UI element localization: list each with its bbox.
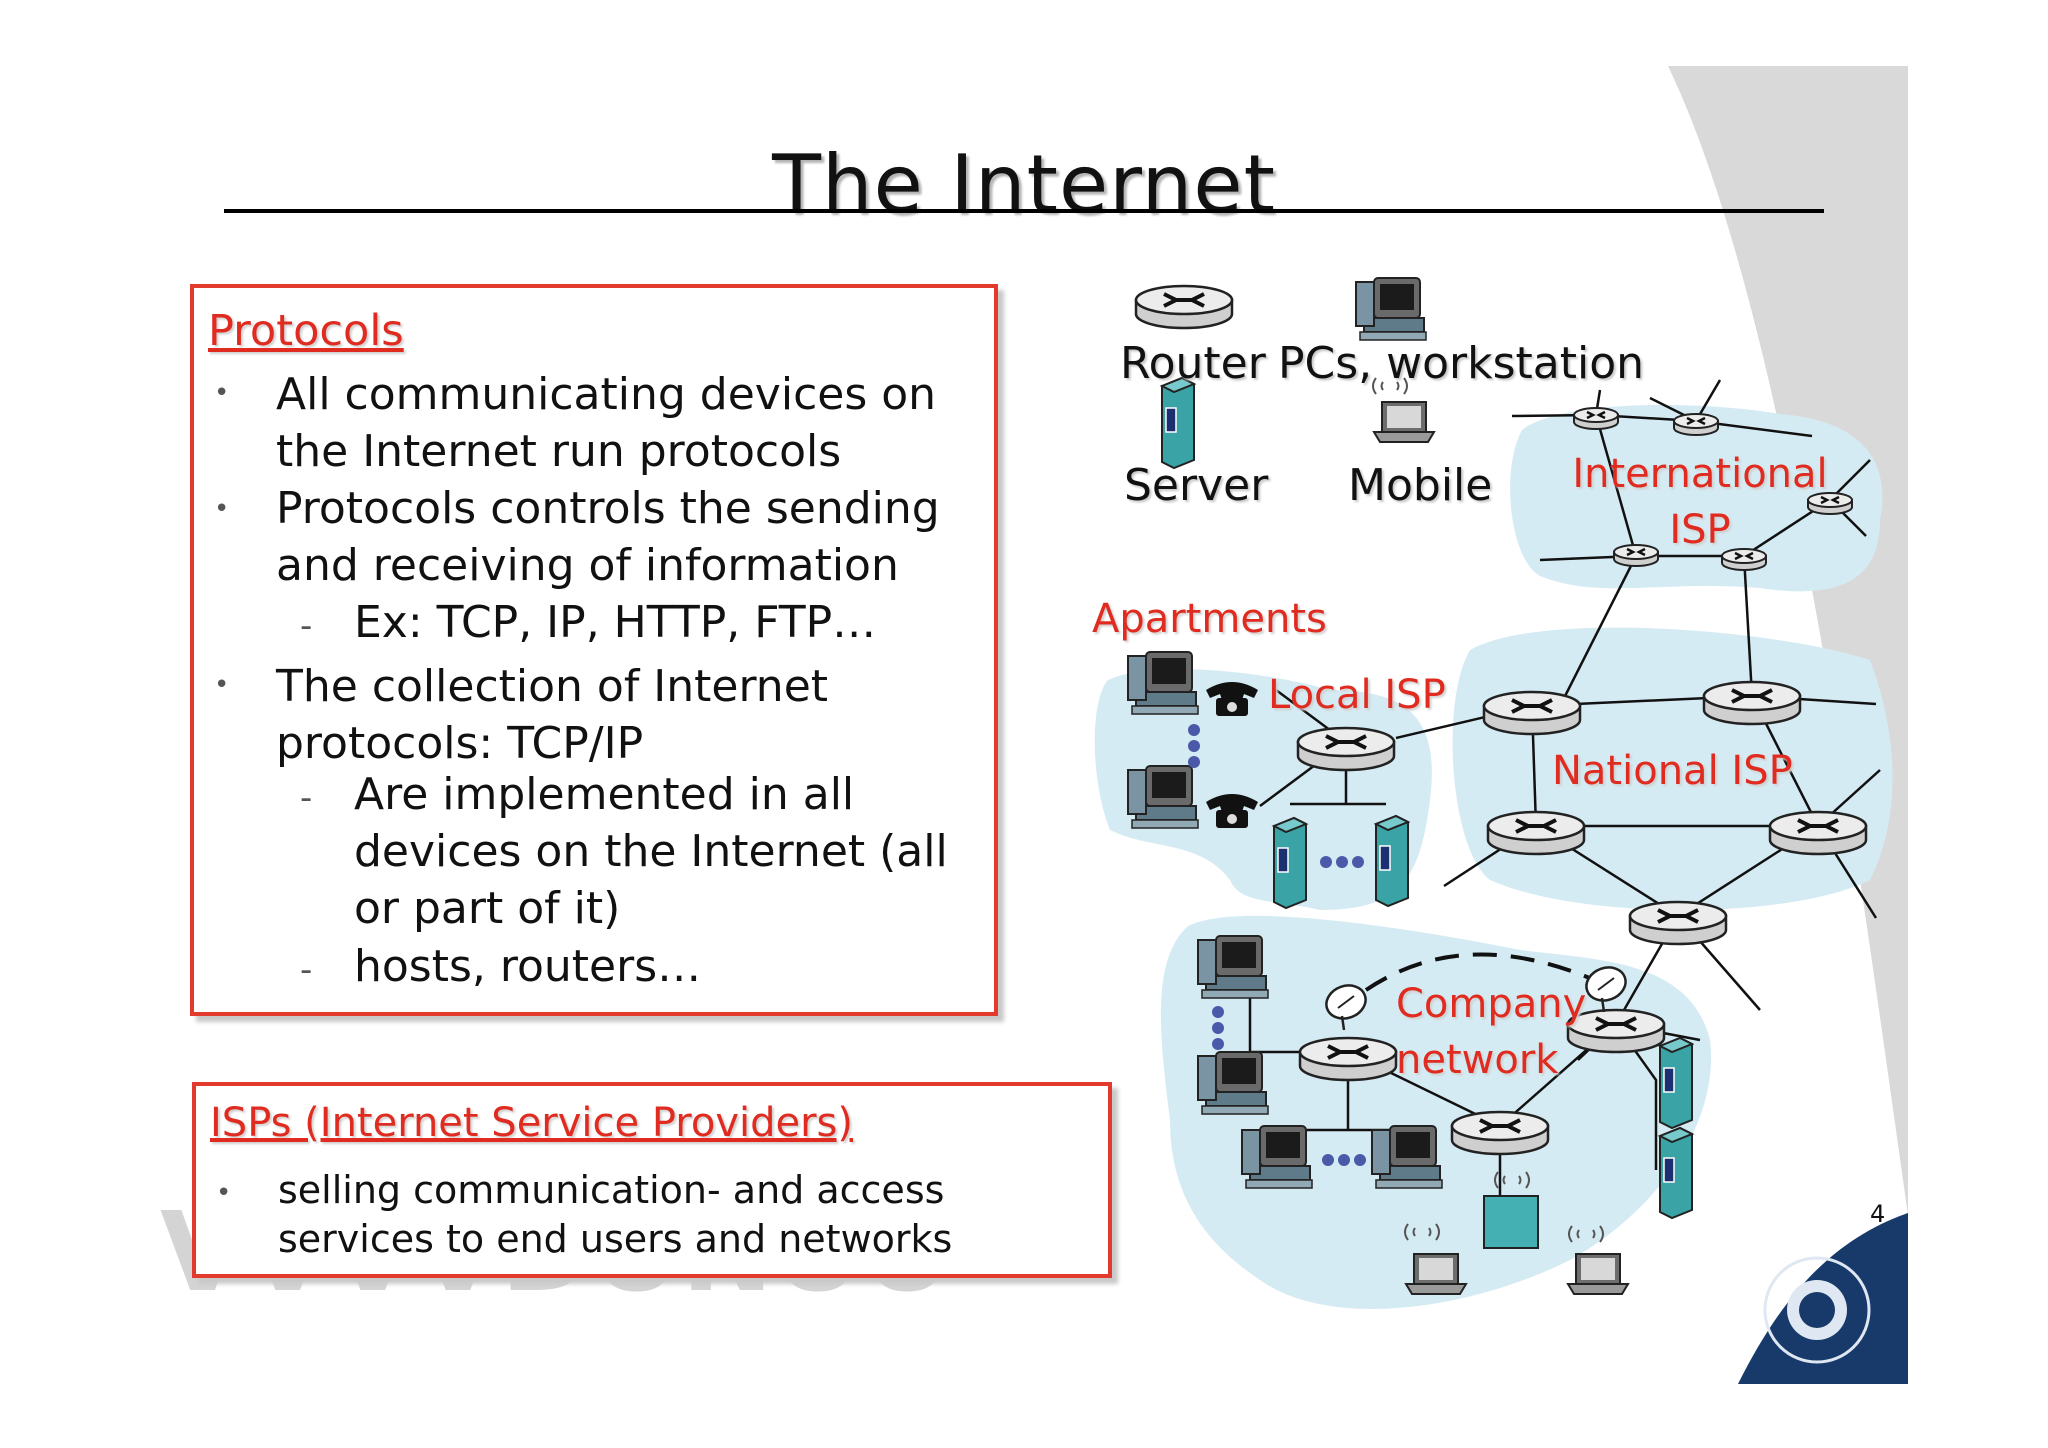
legend-mobile-label: Mobile bbox=[1348, 460, 1493, 511]
router-icon bbox=[1486, 810, 1586, 856]
apartments-label: Apartments bbox=[1092, 596, 1327, 642]
bth-logo-icon bbox=[1763, 1256, 1871, 1364]
protocols-bullet-3: The collection of Internet protocols: TC… bbox=[276, 661, 829, 769]
protocols-bullet-2: Protocols controls the sending and recei… bbox=[276, 483, 940, 591]
router-icon bbox=[1768, 810, 1868, 856]
company-network-label: Company network bbox=[1396, 981, 1587, 1083]
company-laptop-icon bbox=[1405, 1253, 1467, 1295]
bullet-marker: • bbox=[214, 670, 230, 700]
bullet-marker: • bbox=[216, 1178, 232, 1208]
bullet-marker: • bbox=[214, 494, 230, 524]
router-icon bbox=[1296, 726, 1396, 772]
company-pc-icon bbox=[1241, 1125, 1313, 1189]
legend-mobile-icon bbox=[1373, 401, 1435, 443]
isp-box: ISPs (Internet Service Providers) • sell… bbox=[192, 1082, 1112, 1278]
company-pc-icon bbox=[1197, 1051, 1269, 1115]
protocols-box: Protocols • All communicating devices on… bbox=[190, 284, 998, 1016]
protocols-sub-bullet-1: Ex: TCP, IP, HTTP, FTP… bbox=[354, 597, 877, 648]
company-server-icon bbox=[1659, 1037, 1693, 1129]
legend-server-label: Server bbox=[1124, 460, 1269, 511]
sub-bullet-marker: - bbox=[300, 950, 313, 990]
company-pc-icon bbox=[1197, 935, 1269, 999]
satellite-link bbox=[1364, 952, 1613, 992]
sub-bullet-marker: - bbox=[300, 606, 313, 646]
ellipsis-dots-icon bbox=[1320, 856, 1364, 868]
page-number: 4 bbox=[1870, 1200, 1886, 1228]
isp-heading: ISPs (Internet Service Providers) bbox=[210, 1100, 853, 1146]
protocols-heading: Protocols bbox=[208, 306, 404, 356]
title-underline bbox=[224, 209, 1824, 213]
wireless-access-point-icon bbox=[1483, 1195, 1539, 1249]
ellipsis-dots-icon bbox=[1212, 1006, 1224, 1050]
ellipsis-dots-icon bbox=[1188, 724, 1200, 768]
international-isp-cloud bbox=[1510, 404, 1883, 592]
apartment-pc-icon bbox=[1127, 651, 1199, 715]
company-server-icon bbox=[1659, 1127, 1693, 1219]
router-icon bbox=[1450, 1110, 1550, 1156]
legend-server-icon bbox=[1161, 377, 1195, 469]
router-icon bbox=[1672, 412, 1720, 437]
local-isp-server-icon bbox=[1273, 817, 1307, 909]
national-isp-label: National ISP bbox=[1552, 748, 1793, 794]
gray-swoosh bbox=[1668, 66, 1908, 1215]
protocols-sub-bullet-3: hosts, routers… bbox=[354, 941, 702, 992]
router-icon bbox=[1482, 690, 1582, 736]
protocols-bullet-1: All communicating devices on the Interne… bbox=[276, 369, 937, 477]
slide-title: The Internet bbox=[772, 138, 1276, 231]
international-isp-label: International ISP bbox=[1572, 451, 1828, 553]
apartment-pc-icon bbox=[1127, 765, 1199, 829]
legend-pcs-label: PCs, workstation bbox=[1278, 338, 1645, 389]
isp-bullet: selling communication- and access servic… bbox=[278, 1168, 953, 1261]
company-laptop-icon bbox=[1567, 1253, 1629, 1295]
legend-pc-icon bbox=[1355, 277, 1427, 341]
company-pc-icon bbox=[1371, 1125, 1443, 1189]
local-isp-label: Local ISP bbox=[1268, 672, 1446, 718]
legend-router-label: Router bbox=[1120, 338, 1266, 389]
router-icon bbox=[1628, 900, 1728, 946]
company-network-cloud bbox=[1160, 915, 1712, 1309]
legend-router-icon bbox=[1134, 284, 1234, 330]
bullet-marker: • bbox=[214, 378, 230, 408]
sub-bullet-marker: - bbox=[300, 778, 313, 818]
ellipsis-dots-icon bbox=[1322, 1154, 1366, 1166]
local-isp-server-icon bbox=[1375, 815, 1409, 907]
router-icon bbox=[1702, 680, 1802, 726]
protocols-sub-bullet-2: Are implemented in all devices on the In… bbox=[354, 769, 948, 934]
router-icon bbox=[1298, 1036, 1398, 1082]
router-icon bbox=[1572, 406, 1620, 431]
